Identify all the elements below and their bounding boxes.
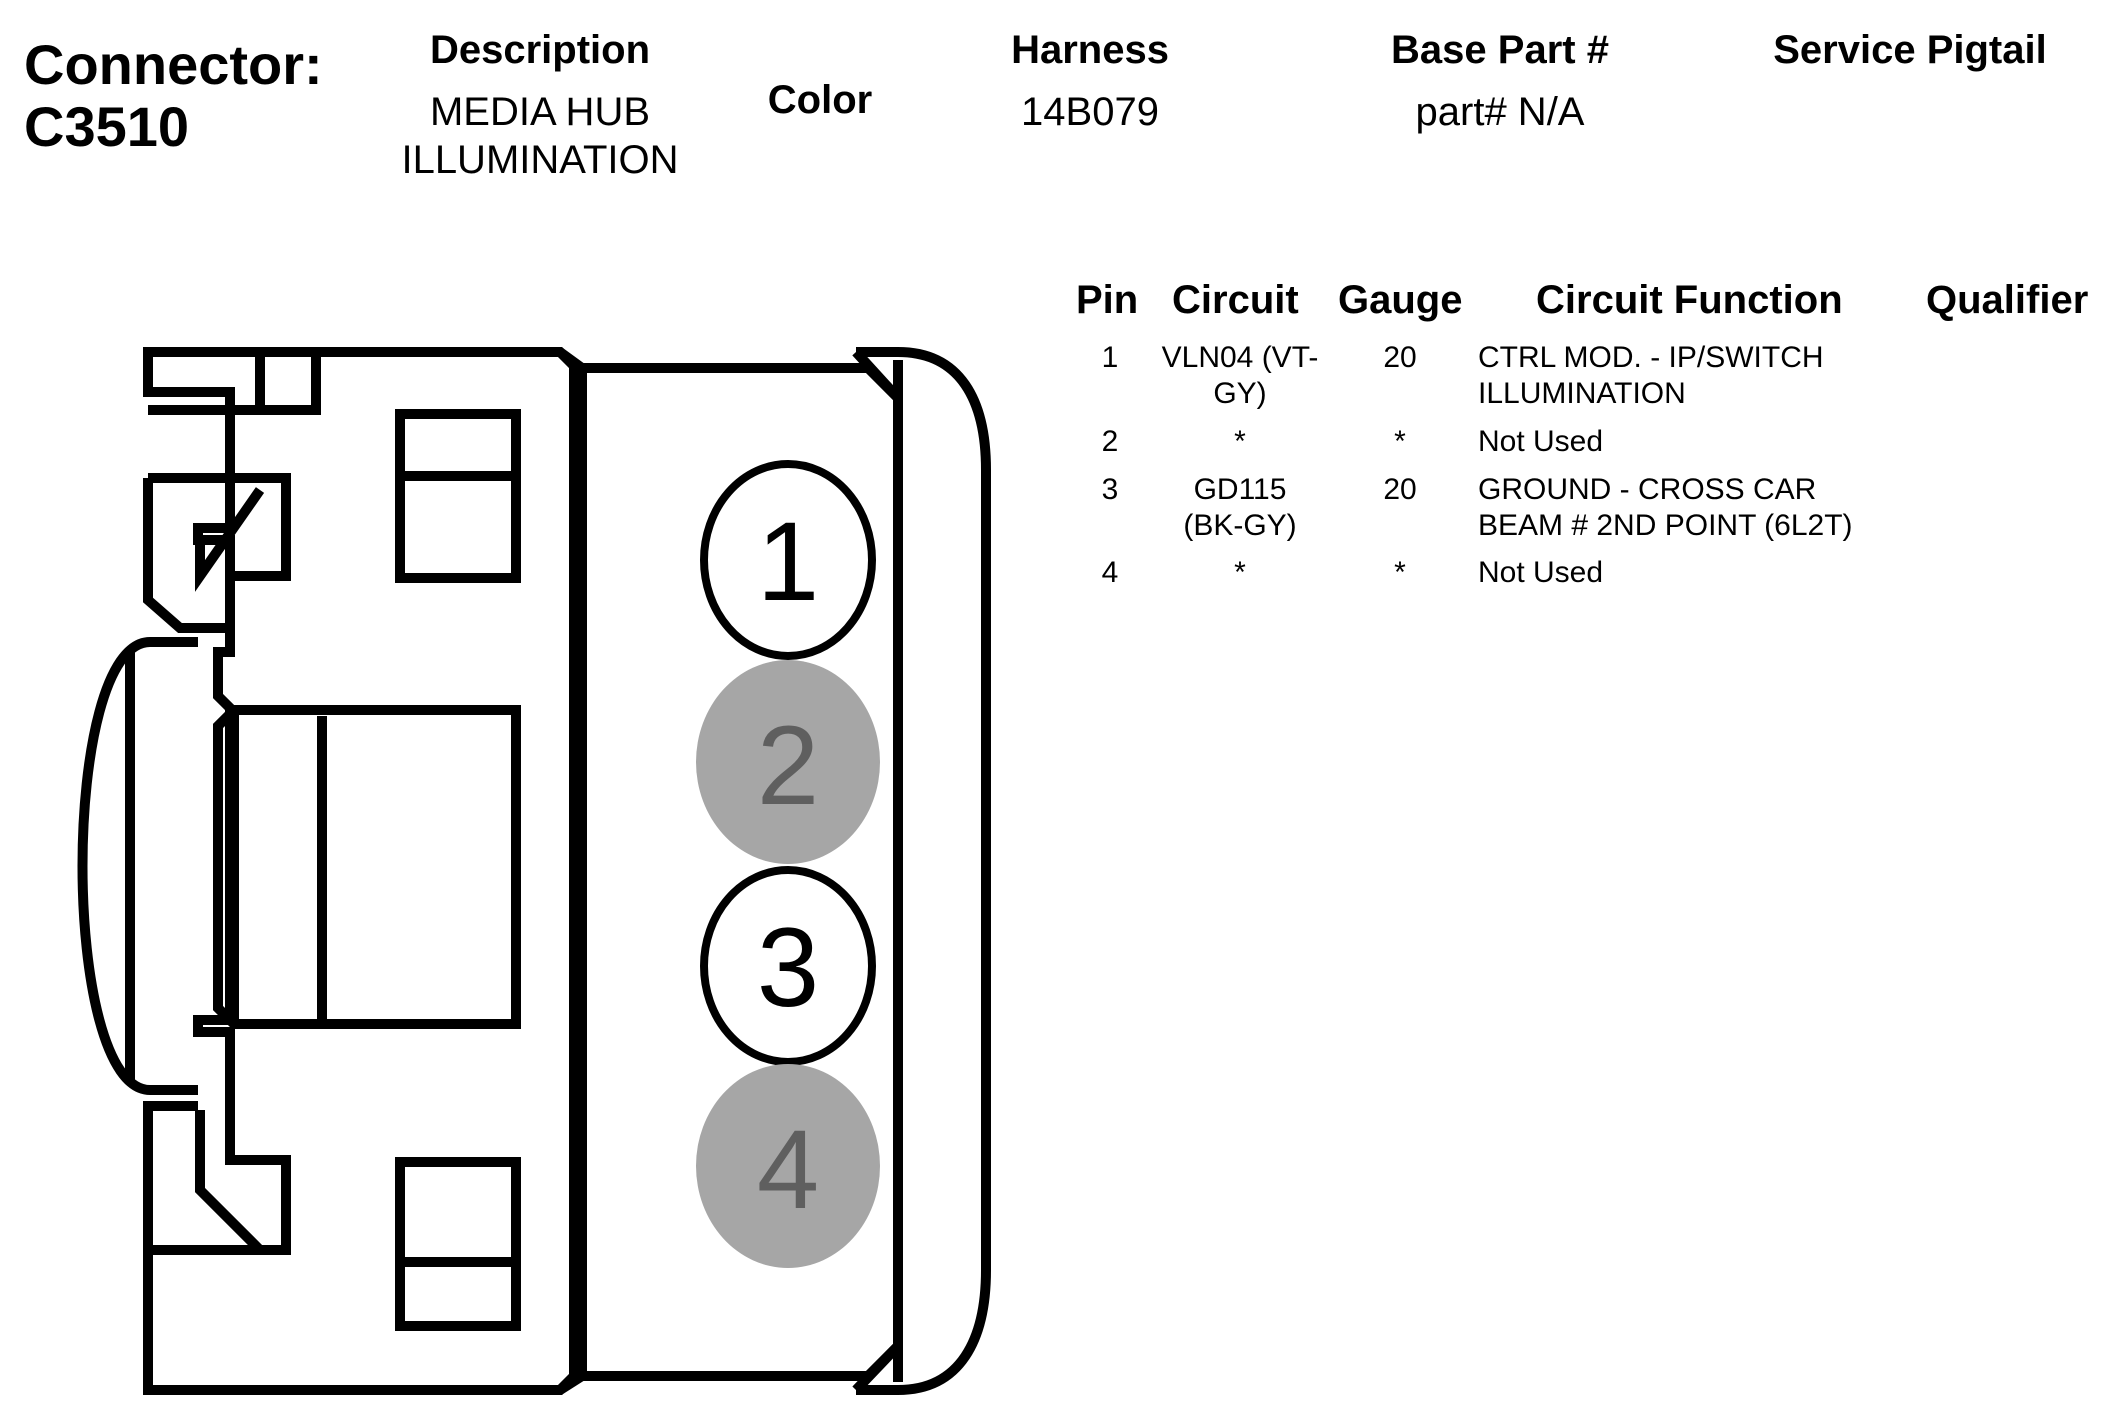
circuit-line-1: GD115 — [1193, 473, 1287, 506]
description-line-1: MEDIA HUB — [429, 90, 651, 134]
table-row-2-pin: 2 — [1101, 425, 1119, 458]
pin-cavity-top-notch — [557, 347, 585, 373]
table-row-3-function: GROUND - CROSS CAR BEAM # 2ND POINT (6L2… — [1478, 472, 1938, 544]
column-header-circuit: Circuit — [1172, 278, 1299, 322]
table-row-2-function: Not Used — [1478, 425, 1604, 458]
upper-latch-diagonal — [143, 478, 265, 633]
circuit-line-1: VLN04 (VT- — [1161, 341, 1319, 374]
top-tab — [255, 352, 321, 415]
column-header-pin: Pin — [1076, 278, 1139, 322]
function-line-2: BEAM # 2ND POINT (6L2T) — [1478, 509, 1853, 542]
table-row-4-pin: 4 — [1101, 556, 1119, 589]
pin-cavity-bottom-notch — [557, 1371, 585, 1395]
base-part-label: Base Part # — [1391, 28, 1609, 72]
pin-2: 2 — [696, 660, 880, 864]
connector-title: Connector: C3510 — [24, 34, 323, 158]
table-row-4-function: Not Used — [1478, 556, 1604, 589]
right-cap-top-corner — [852, 348, 902, 402]
table-row-3-gauge: 20 — [1383, 473, 1417, 506]
pin-1-circle — [700, 460, 876, 660]
base-part-value: part# N/A — [1415, 90, 1585, 134]
circuit-line-2: (BK-GY) — [1183, 509, 1297, 542]
upper-window — [395, 409, 521, 583]
description-label: Description — [429, 28, 651, 72]
table-row-4-gauge: * — [1394, 556, 1406, 589]
connector-label: Connector: — [24, 33, 323, 96]
pin-3-number: 3 — [757, 905, 819, 1030]
upper-latch-arm — [148, 473, 291, 633]
color-label: Color — [767, 78, 873, 122]
table-row-3-circuit: GD115 (BK-GY) — [1140, 472, 1340, 544]
connector-id: C3510 — [24, 95, 190, 158]
function-line-1: CTRL MOD. - IP/SWITCH — [1478, 341, 1824, 374]
table-row-1-pin: 1 — [1101, 341, 1119, 374]
description-line-2: ILLUMINATION — [401, 138, 679, 182]
pin-1-number: 1 — [757, 499, 819, 624]
harness-value: 14B079 — [1021, 90, 1159, 134]
lower-window — [395, 1157, 521, 1331]
table-row-2-circuit: * — [1234, 425, 1246, 458]
function-line-1: GROUND - CROSS CAR — [1478, 473, 1817, 506]
latch-bump — [77, 637, 198, 1095]
circuit-line-2: GY) — [1213, 377, 1267, 410]
right-cap-bottom-corner — [852, 1342, 902, 1394]
pin-2-number: 2 — [757, 703, 819, 828]
column-header-gauge: Gauge — [1338, 278, 1463, 322]
center-slot — [213, 705, 521, 1029]
service-pigtail-label: Service Pigtail — [1773, 28, 2047, 72]
pin-1: 1 — [700, 460, 876, 660]
lower-latch-arm — [143, 1101, 291, 1250]
pin-3-circle — [700, 866, 876, 1066]
table-row-1-function: CTRL MOD. - IP/SWITCH ILLUMINATION — [1478, 340, 1918, 412]
table-row-1-circuit: VLN04 (VT- GY) — [1140, 340, 1340, 412]
description-value: MEDIA HUB ILLUMINATION — [360, 88, 720, 184]
pin-4-circle — [696, 1064, 880, 1268]
pin-4: 4 — [696, 1064, 880, 1268]
lower-latch-diagonal — [195, 1110, 264, 1254]
harness-label: Harness — [1011, 28, 1169, 72]
table-row-1-gauge: 20 — [1383, 341, 1417, 374]
table-row-4-circuit: * — [1234, 556, 1246, 589]
table-row-3-pin: 3 — [1101, 473, 1119, 506]
table-row-2-gauge: * — [1394, 425, 1406, 458]
connector-housing-outline — [143, 347, 579, 1395]
connector-face-diagram: 1 2 3 4 — [77, 347, 991, 1395]
column-header-qualifier: Qualifier — [1926, 278, 2089, 322]
pin-4-number: 4 — [757, 1107, 819, 1232]
pin-3: 3 — [700, 866, 876, 1066]
function-line-2: ILLUMINATION — [1478, 377, 1686, 410]
pin-2-circle — [696, 660, 880, 864]
column-header-circuit-function: Circuit Function — [1536, 278, 1843, 322]
right-end-cap — [856, 347, 991, 1395]
